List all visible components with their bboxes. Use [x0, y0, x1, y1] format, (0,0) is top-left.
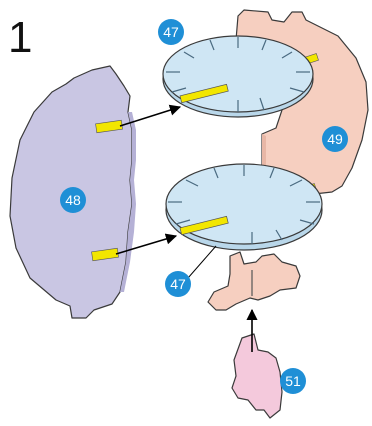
badge-49-label: 49 — [327, 131, 343, 147]
badge-48-label: 48 — [65, 192, 81, 208]
badge-47-bottom: 47 — [165, 271, 191, 297]
part-51 — [232, 334, 282, 418]
part-47-bottom — [166, 164, 322, 250]
badge-47-top: 47 — [158, 19, 184, 45]
badge-47-bottom-label: 47 — [170, 276, 186, 292]
part-47-top — [163, 36, 313, 117]
badge-49: 49 — [322, 126, 348, 152]
step-number: 1 — [8, 13, 32, 62]
stand-piece — [208, 252, 300, 310]
badge-51-label: 51 — [285, 373, 301, 389]
leader-47-bottom — [188, 246, 216, 278]
badge-48: 48 — [60, 187, 86, 213]
badge-51: 51 — [280, 368, 306, 394]
badge-47-top-label: 47 — [163, 24, 179, 40]
